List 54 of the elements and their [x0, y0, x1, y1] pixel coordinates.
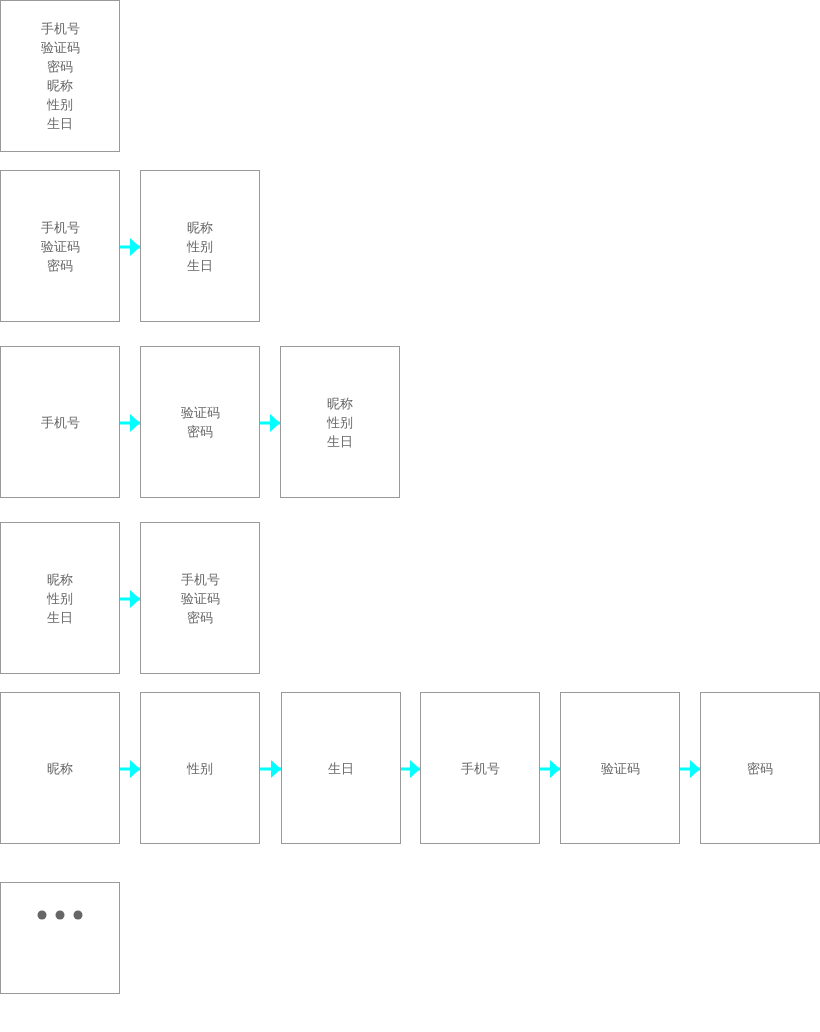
form-step-box [560, 692, 680, 844]
field-label: 验证码 [600, 759, 640, 778]
field-label: 性别 [187, 237, 213, 256]
field-label: 生日 [327, 432, 353, 451]
form-step-box [0, 882, 120, 994]
field-label: 手机号 [180, 570, 220, 589]
field-label: 密码 [187, 608, 213, 627]
arrow [401, 760, 420, 778]
field-label: 性别 [187, 759, 213, 778]
form-step-box [140, 522, 260, 674]
field-label: 生日 [328, 759, 354, 778]
field-label: 生日 [47, 608, 73, 627]
form-step-box [0, 522, 120, 674]
arrow [120, 760, 140, 778]
arrow [120, 590, 140, 608]
field-label: 昵称 [47, 759, 73, 778]
form-step-box [0, 346, 120, 498]
field-label: 验证码 [180, 589, 220, 608]
arrow [260, 414, 280, 432]
arrow [540, 760, 560, 778]
field-label: 密码 [47, 58, 73, 76]
field-label: 密码 [187, 423, 213, 441]
form-step-box [0, 0, 120, 152]
form-step-box [420, 692, 540, 844]
form-step-box [0, 170, 120, 322]
arrow [260, 760, 281, 778]
field-label: 手机号 [40, 218, 80, 237]
field-label: 性别 [327, 413, 353, 432]
field-label: 生日 [47, 115, 73, 133]
field-label: 验证码 [180, 404, 220, 422]
field-label: 昵称 [47, 570, 73, 589]
field-label: 验证码 [40, 39, 80, 57]
form-step-box [700, 692, 820, 844]
field-label: 手机号 [40, 20, 80, 38]
form-step-box [280, 346, 400, 498]
form-step-box [281, 692, 401, 844]
field-label: 昵称 [327, 394, 353, 413]
form-step-box [0, 692, 120, 844]
field-label: 手机号 [460, 759, 500, 778]
field-label: 密码 [47, 256, 73, 275]
field-label: 生日 [187, 256, 213, 275]
arrow [120, 414, 140, 432]
arrow [120, 238, 140, 256]
field-label: 昵称 [187, 218, 213, 237]
arrow [680, 760, 700, 778]
field-label: 性别 [47, 96, 73, 114]
field-label: 密码 [747, 759, 773, 778]
field-label: 昵称 [47, 77, 73, 95]
field-label: 手机号 [40, 413, 80, 432]
form-step-box [140, 692, 260, 844]
field-label: 性别 [47, 589, 73, 608]
form-step-box [140, 170, 260, 322]
field-label: 验证码 [40, 237, 80, 256]
form-step-box [140, 346, 260, 498]
